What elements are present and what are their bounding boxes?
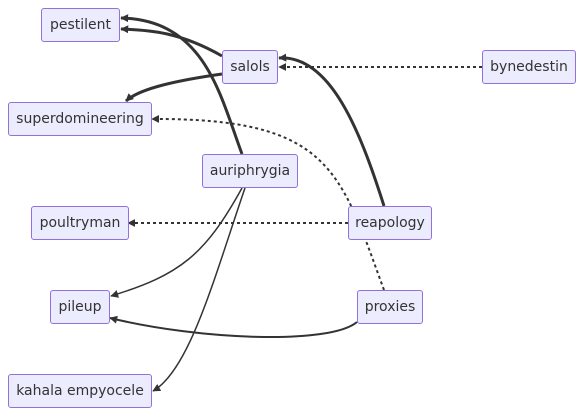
node-bynedestin-label: bynedestin: [490, 59, 568, 75]
node-kahala-empyocele-label: kahala empyocele: [16, 383, 144, 399]
node-pestilent-label: pestilent: [49, 17, 112, 33]
edge-proxies-to-pileup: [109, 315, 358, 339]
edge-salols-to-pestilent: [120, 25, 223, 58]
node-salols[interactable]: salols: [222, 50, 278, 84]
edge-auriphrygia-to-kahala-empyocele: [152, 187, 246, 392]
node-kahala-empyocele[interactable]: kahala empyocele: [8, 374, 152, 408]
node-pileup-label: pileup: [58, 299, 102, 315]
node-auriphrygia[interactable]: auriphrygia: [202, 154, 298, 188]
edge-auriphrygia-to-pileup: [110, 187, 243, 298]
node-proxies-label: proxies: [364, 299, 416, 315]
node-auriphrygia-label: auriphrygia: [209, 163, 291, 179]
node-pestilent[interactable]: pestilent: [41, 8, 120, 42]
edge-auriphrygia-to-pestilent: [120, 14, 244, 155]
node-poultryman[interactable]: poultryman: [31, 206, 129, 240]
edge-salols-to-superdomineering: [124, 72, 223, 103]
node-poultryman-label: poultryman: [39, 215, 121, 231]
node-superdomineering-label: superdomineering: [16, 111, 144, 127]
node-reapology[interactable]: reapology: [348, 206, 432, 240]
node-salols-label: salols: [230, 59, 270, 75]
node-superdomineering[interactable]: superdomineering: [8, 102, 152, 136]
node-proxies[interactable]: proxies: [357, 290, 423, 324]
node-bynedestin[interactable]: bynedestin: [482, 50, 576, 84]
node-reapology-label: reapology: [355, 215, 425, 231]
edge-reapology-to-salols: [278, 53, 386, 207]
node-pileup[interactable]: pileup: [50, 290, 110, 324]
edge-proxies-to-superdomineering: [151, 114, 385, 291]
